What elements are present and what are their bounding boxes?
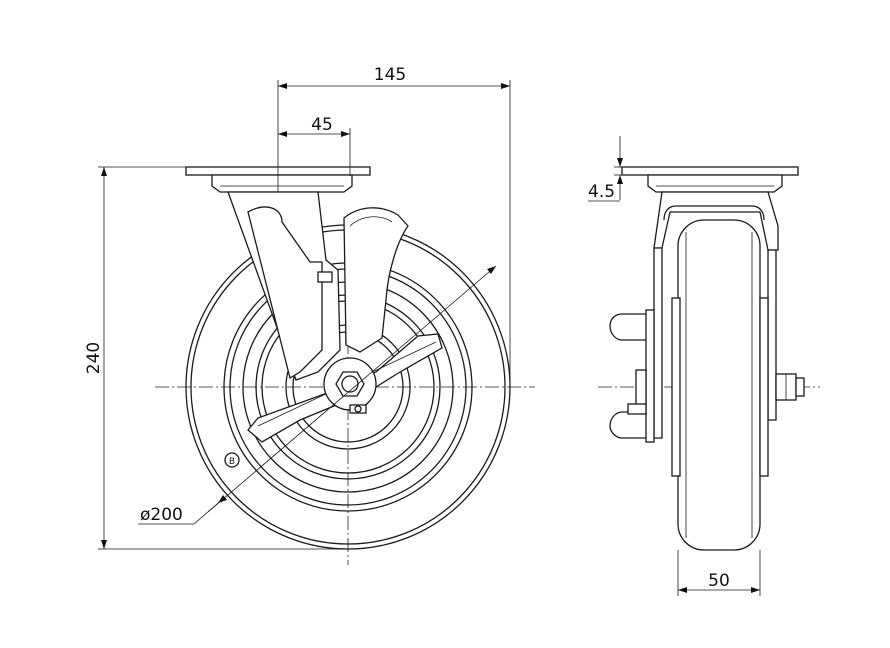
logo-letter: B — [229, 457, 235, 467]
brand-logo-mark: B — [224, 452, 240, 468]
side-top-plate — [621, 166, 799, 193]
axle-hub — [323, 357, 377, 414]
side-fork — [653, 191, 779, 439]
fork-leg — [227, 191, 363, 381]
dimension-45: 45 — [278, 115, 351, 176]
dimension-145-label: 145 — [374, 65, 406, 85]
dimension-4-5: 4.5 — [588, 136, 624, 202]
dimension-diameter: ø200 — [138, 265, 497, 525]
dimension-4-5-label: 4.5 — [588, 182, 615, 202]
dimension-50-label: 50 — [708, 571, 730, 591]
side-axle-bolt — [775, 373, 805, 401]
dimension-50: 50 — [677, 550, 761, 596]
front-view: B — [155, 166, 535, 565]
dimension-240: 240 — [84, 166, 348, 550]
dimension-240-label: 240 — [84, 342, 104, 374]
dimensions: 145 45 240 ø200 — [84, 65, 761, 596]
side-wheel — [671, 219, 769, 551]
brake-pedal-housing — [343, 207, 409, 353]
dimension-45-label: 45 — [311, 115, 333, 135]
side-view — [598, 166, 820, 551]
side-brake-pedal — [609, 309, 655, 443]
dimension-diameter-label: ø200 — [140, 505, 183, 525]
dimension-145: 145 — [277, 65, 511, 387]
